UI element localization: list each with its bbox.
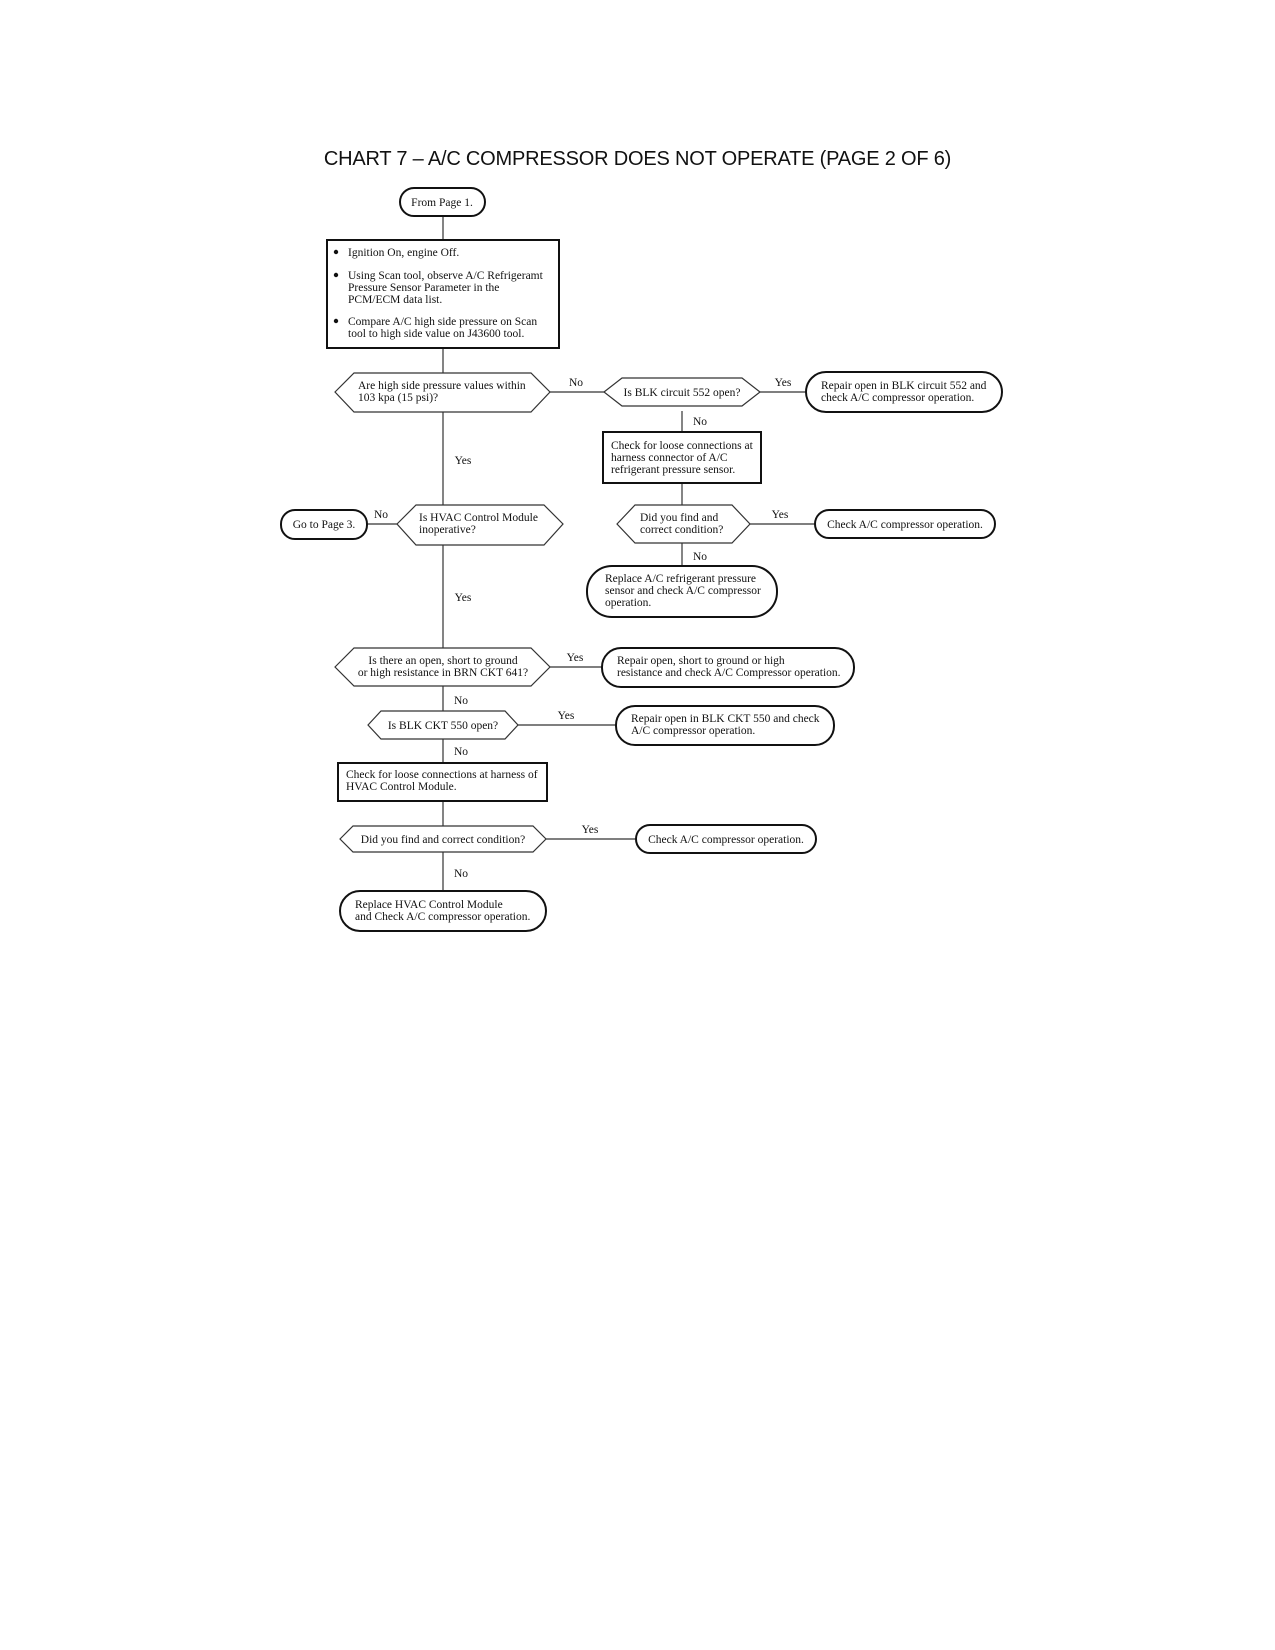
terminal-check-ac-operation-1: Check A/C compressor operation.	[814, 509, 996, 539]
start-node-from-page-1: From Page 1.	[399, 187, 486, 217]
connectors	[367, 216, 815, 891]
edge-label-blk550-no: No	[454, 746, 468, 758]
svg-text:Is HVAC Control Module: Is HVAC Control Module	[419, 512, 538, 524]
decision-brn-ckt-641-fault: Is there an open, short to ground or hig…	[334, 647, 551, 687]
decision-hvac-module-inoperative: Is HVAC Control Module inoperative?	[396, 504, 564, 546]
edge-label-found2-yes: Yes	[582, 824, 599, 836]
decision-blk-circuit-552-open: Is BLK circuit 552 open?	[603, 377, 761, 407]
edge-label-brn641-yes: Yes	[567, 652, 584, 664]
svg-text:Compare A/C high side pressure: Compare A/C high side pressure on Scan	[348, 316, 537, 328]
step-box-initial-checks: Ignition On, engine Off. Using Scan tool…	[326, 239, 560, 349]
svg-text:sensor and check A/C compresso: sensor and check A/C compressor	[605, 585, 761, 597]
edge-label-found1-yes: Yes	[772, 509, 789, 521]
bullet-icon	[333, 249, 339, 255]
bullet-icon	[333, 272, 339, 278]
svg-text:or high resistance in BRN CKT: or high resistance in BRN CKT 641?	[358, 667, 528, 679]
svg-text:Did you find and: Did you find and	[640, 512, 719, 524]
svg-text:PCM/ECM data list.: PCM/ECM data list.	[348, 294, 442, 306]
svg-text:Check A/C compressor operation: Check A/C compressor operation.	[648, 834, 804, 846]
svg-text:and Check A/C compressor opera: and Check A/C compressor operation.	[355, 911, 530, 923]
decision-found-condition-2: Did you find and correct condition?	[339, 825, 547, 853]
svg-text:refrigerant pressure sensor.: refrigerant pressure sensor.	[611, 464, 735, 476]
edge-label-found1-no: No	[693, 551, 707, 563]
edge-labels: No Yes No Yes Yes No No Yes Yes No Yes N…	[374, 377, 792, 880]
svg-text:tool to high side value on J43: tool to high side value on J43600 tool.	[348, 328, 524, 340]
edge-label-blk550-yes: Yes	[558, 710, 575, 722]
terminal-replace-pressure-sensor: Replace A/C refrigerant pressure sensor …	[586, 565, 778, 618]
edge-label-blk552-yes: Yes	[775, 377, 792, 389]
svg-text:From Page 1.: From Page 1.	[411, 197, 473, 209]
svg-text:inoperative?: inoperative?	[419, 524, 476, 536]
svg-text:A/C compressor operation.: A/C compressor operation.	[631, 725, 755, 737]
svg-text:Repair open in BLK circuit 552: Repair open in BLK circuit 552 and	[821, 380, 987, 392]
svg-text:Replace HVAC Control Module: Replace HVAC Control Module	[355, 899, 503, 911]
terminal-check-ac-operation-2: Check A/C compressor operation.	[635, 824, 817, 854]
svg-text:Is BLK CKT 550 open?: Is BLK CKT 550 open?	[388, 720, 498, 732]
svg-text:Did you find and correct condi: Did you find and correct condition?	[361, 834, 525, 846]
svg-text:Repair open, short to ground o: Repair open, short to ground or high	[617, 655, 785, 667]
edge-label-pressure-no: No	[569, 377, 583, 389]
page-title: CHART 7 – A/C COMPRESSOR DOES NOT OPERAT…	[323, 148, 952, 170]
decision-found-condition-1: Did you find and correct condition?	[616, 504, 751, 544]
terminal-repair-blk-550: Repair open in BLK CKT 550 and check A/C…	[615, 705, 835, 746]
svg-text:Go to Page 3.: Go to Page 3.	[293, 519, 356, 531]
svg-text:operation.: operation.	[605, 597, 651, 609]
svg-text:Check for loose connections at: Check for loose connections at	[611, 440, 754, 452]
svg-text:Check for loose connections at: Check for loose connections at harness o…	[346, 769, 538, 781]
svg-text:Check A/C compressor operation: Check A/C compressor operation.	[827, 519, 983, 531]
step-box-check-hvac-connections: Check for loose connections at harness o…	[337, 762, 548, 802]
step-box-check-sensor-connections: Check for loose connections at harness c…	[602, 431, 762, 484]
edge-label-hvac-no: No	[374, 509, 388, 521]
svg-text:Replace A/C refrigerant pressu: Replace A/C refrigerant pressure	[605, 573, 756, 585]
svg-text:Ignition On, engine Off.: Ignition On, engine Off.	[348, 247, 459, 259]
svg-text:harness connector of A/C: harness connector of A/C	[611, 452, 728, 464]
svg-text:Repair open in BLK CKT 550 and: Repair open in BLK CKT 550 and check	[631, 713, 820, 725]
terminal-repair-blk-552: Repair open in BLK circuit 552 and check…	[805, 371, 1003, 413]
svg-text:Is BLK circuit 552 open?: Is BLK circuit 552 open?	[624, 387, 741, 399]
svg-text:Pressure Sensor Parameter in t: Pressure Sensor Parameter in the	[348, 282, 499, 294]
svg-text:correct condition?: correct condition?	[640, 524, 723, 536]
svg-text:103 kpa (15 psi)?: 103 kpa (15 psi)?	[358, 392, 438, 404]
svg-text:HVAC Control Module.: HVAC Control Module.	[346, 781, 457, 793]
terminal-go-to-page-3: Go to Page 3.	[280, 509, 368, 540]
edge-label-hvac-yes: Yes	[455, 592, 472, 604]
svg-text:resistance and check A/C Compr: resistance and check A/C Compressor oper…	[617, 667, 841, 679]
svg-text:Using Scan tool, observe A/C R: Using Scan tool, observe A/C Refrigeramt	[348, 270, 544, 282]
decision-blk-ckt-550-open: Is BLK CKT 550 open?	[367, 710, 519, 740]
edge-label-pressure-yes: Yes	[455, 455, 472, 467]
terminal-repair-brn-641: Repair open, short to ground or high res…	[601, 647, 855, 688]
svg-text:Are high side pressure values: Are high side pressure values within	[358, 380, 526, 392]
svg-text:check A/C compressor operation: check A/C compressor operation.	[821, 392, 974, 404]
decision-pressure-within-range: Are high side pressure values within 103…	[334, 372, 551, 413]
svg-text:Is there an open, short to gro: Is there an open, short to ground	[368, 655, 517, 667]
terminal-replace-hvac-module: Replace HVAC Control Module and Check A/…	[339, 890, 547, 932]
edge-label-blk552-no: No	[693, 416, 707, 428]
edge-label-found2-no: No	[454, 868, 468, 880]
edge-label-brn641-no: No	[454, 695, 468, 707]
bullet-icon	[333, 318, 339, 324]
